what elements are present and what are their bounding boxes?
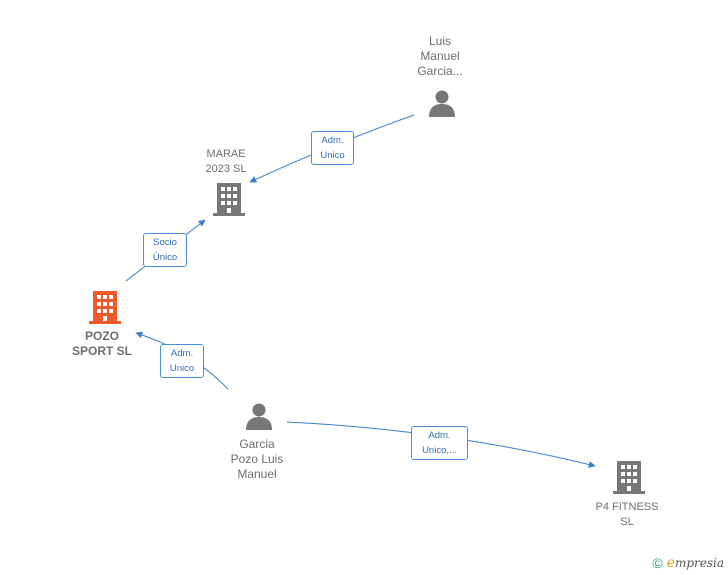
copyright-icon: ©	[652, 555, 663, 571]
node-garcia-pozo-label[interactable]: Garcia Pozo Luis Manuel	[230, 437, 284, 481]
brand-name: mpresia	[674, 556, 724, 570]
brand-logo[interactable]: © empresia	[652, 555, 724, 571]
node-pozo-sport-label[interactable]: POZO SPORT SL	[71, 329, 132, 358]
building-icon-focus[interactable]	[88, 289, 122, 325]
person-icon[interactable]	[427, 88, 457, 118]
edge-label-luis-to-marae[interactable]: Adm. Unico	[311, 131, 354, 165]
node-p4-fitness-label[interactable]: P4 FITNESS SL	[595, 501, 659, 528]
node-marae-label[interactable]: MARAE 2023 SL	[205, 148, 247, 175]
edge-label-garcia-to-pozo[interactable]: Adm. Unico	[160, 344, 204, 378]
node-luis-manuel-label[interactable]: Luis Manuel Garcia...	[417, 34, 463, 78]
edge-label-pozo-to-marae[interactable]: Socio Único	[143, 233, 187, 267]
brand-initial: e	[666, 555, 675, 571]
building-icon[interactable]	[612, 459, 646, 495]
edge-label-garcia-to-p4[interactable]: Adm. Unico,...	[411, 426, 468, 460]
person-icon[interactable]	[244, 401, 274, 431]
building-icon[interactable]	[212, 181, 246, 217]
